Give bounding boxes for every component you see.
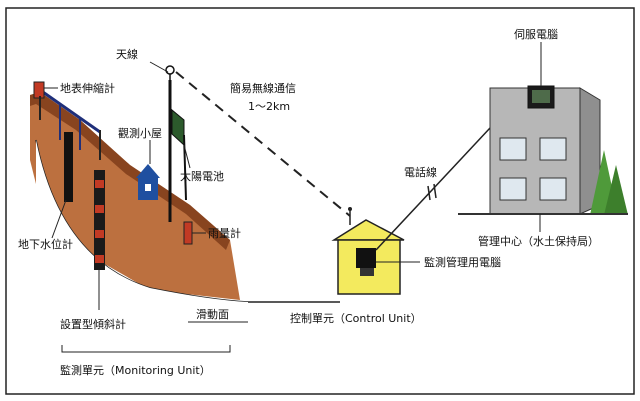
control-unit-roof [331,219,405,241]
solar-panel [171,108,185,147]
phone-line [375,127,491,251]
groundwater-gauge-pipe [64,132,73,202]
surface-extensometer [33,81,45,99]
monitoring-computer [356,248,376,268]
window-2 [539,137,567,161]
inclinometer-segment-1 [95,180,104,188]
servo-computer-screen [532,90,550,103]
control-unit-group [331,207,420,295]
window-1 [499,137,527,161]
label-inclinometer: 設置型傾斜計 [60,317,126,331]
label-management-center: 管理中心（水土保持局） [478,234,599,248]
slide-surface-line [35,139,249,303]
radio-link [175,71,351,217]
observation-hut-window [145,184,151,191]
solar-panel-post [183,134,187,201]
phone-line-mark-2 [433,183,437,199]
leader-lines [44,61,206,310]
window-3 [499,177,527,201]
slope-group [30,65,340,312]
tree-2 [604,165,628,215]
leader-groundwater [51,199,67,239]
label-control-unit: 控制單元（Control Unit） [290,311,422,325]
antenna-tip [165,65,175,75]
management-center-group [458,42,628,232]
inclinometer-segment-2 [95,205,104,213]
label-phone-line: 電話線 [404,165,437,179]
extensometer-wire [39,88,101,134]
leader-solar [183,144,191,169]
label-solar-panel: 太陽電池 [180,170,224,183]
monitoring-unit-bracket [61,345,231,353]
label-rain-gauge: 雨量計 [208,226,241,240]
window-4 [539,177,567,201]
label-surface-extensometer: 地表伸縮計 [60,81,115,95]
label-groundwater-gauge: 地下水位計 [18,237,73,251]
label-monitor-computer: 監測管理用電腦 [424,255,501,269]
leader-antenna [149,61,169,73]
phone-line-mark-1 [427,185,431,201]
inclinometer-segment-4 [95,255,104,263]
monitoring-computer-base [360,268,374,276]
label-servo-computer: 伺服電腦 [514,27,558,41]
label-antenna: 天線 [116,47,138,61]
label-observation-hut: 觀測小屋 [118,126,162,140]
control-unit-antenna-tip [348,207,352,211]
frame-border [5,7,635,395]
label-radio-range: 1～2km [248,100,290,113]
label-monitoring-unit: 監測單元（Monitoring Unit） [60,363,211,377]
rain-gauge [183,221,193,245]
inclinometer-segment-3 [95,230,104,238]
stable-ground [36,140,248,312]
observation-hut-roof [136,164,160,178]
label-slide-surface: 滑動面 [196,307,229,321]
inclinometer-pipe [94,170,105,270]
label-radio: 簡易無線通信 [230,81,296,95]
